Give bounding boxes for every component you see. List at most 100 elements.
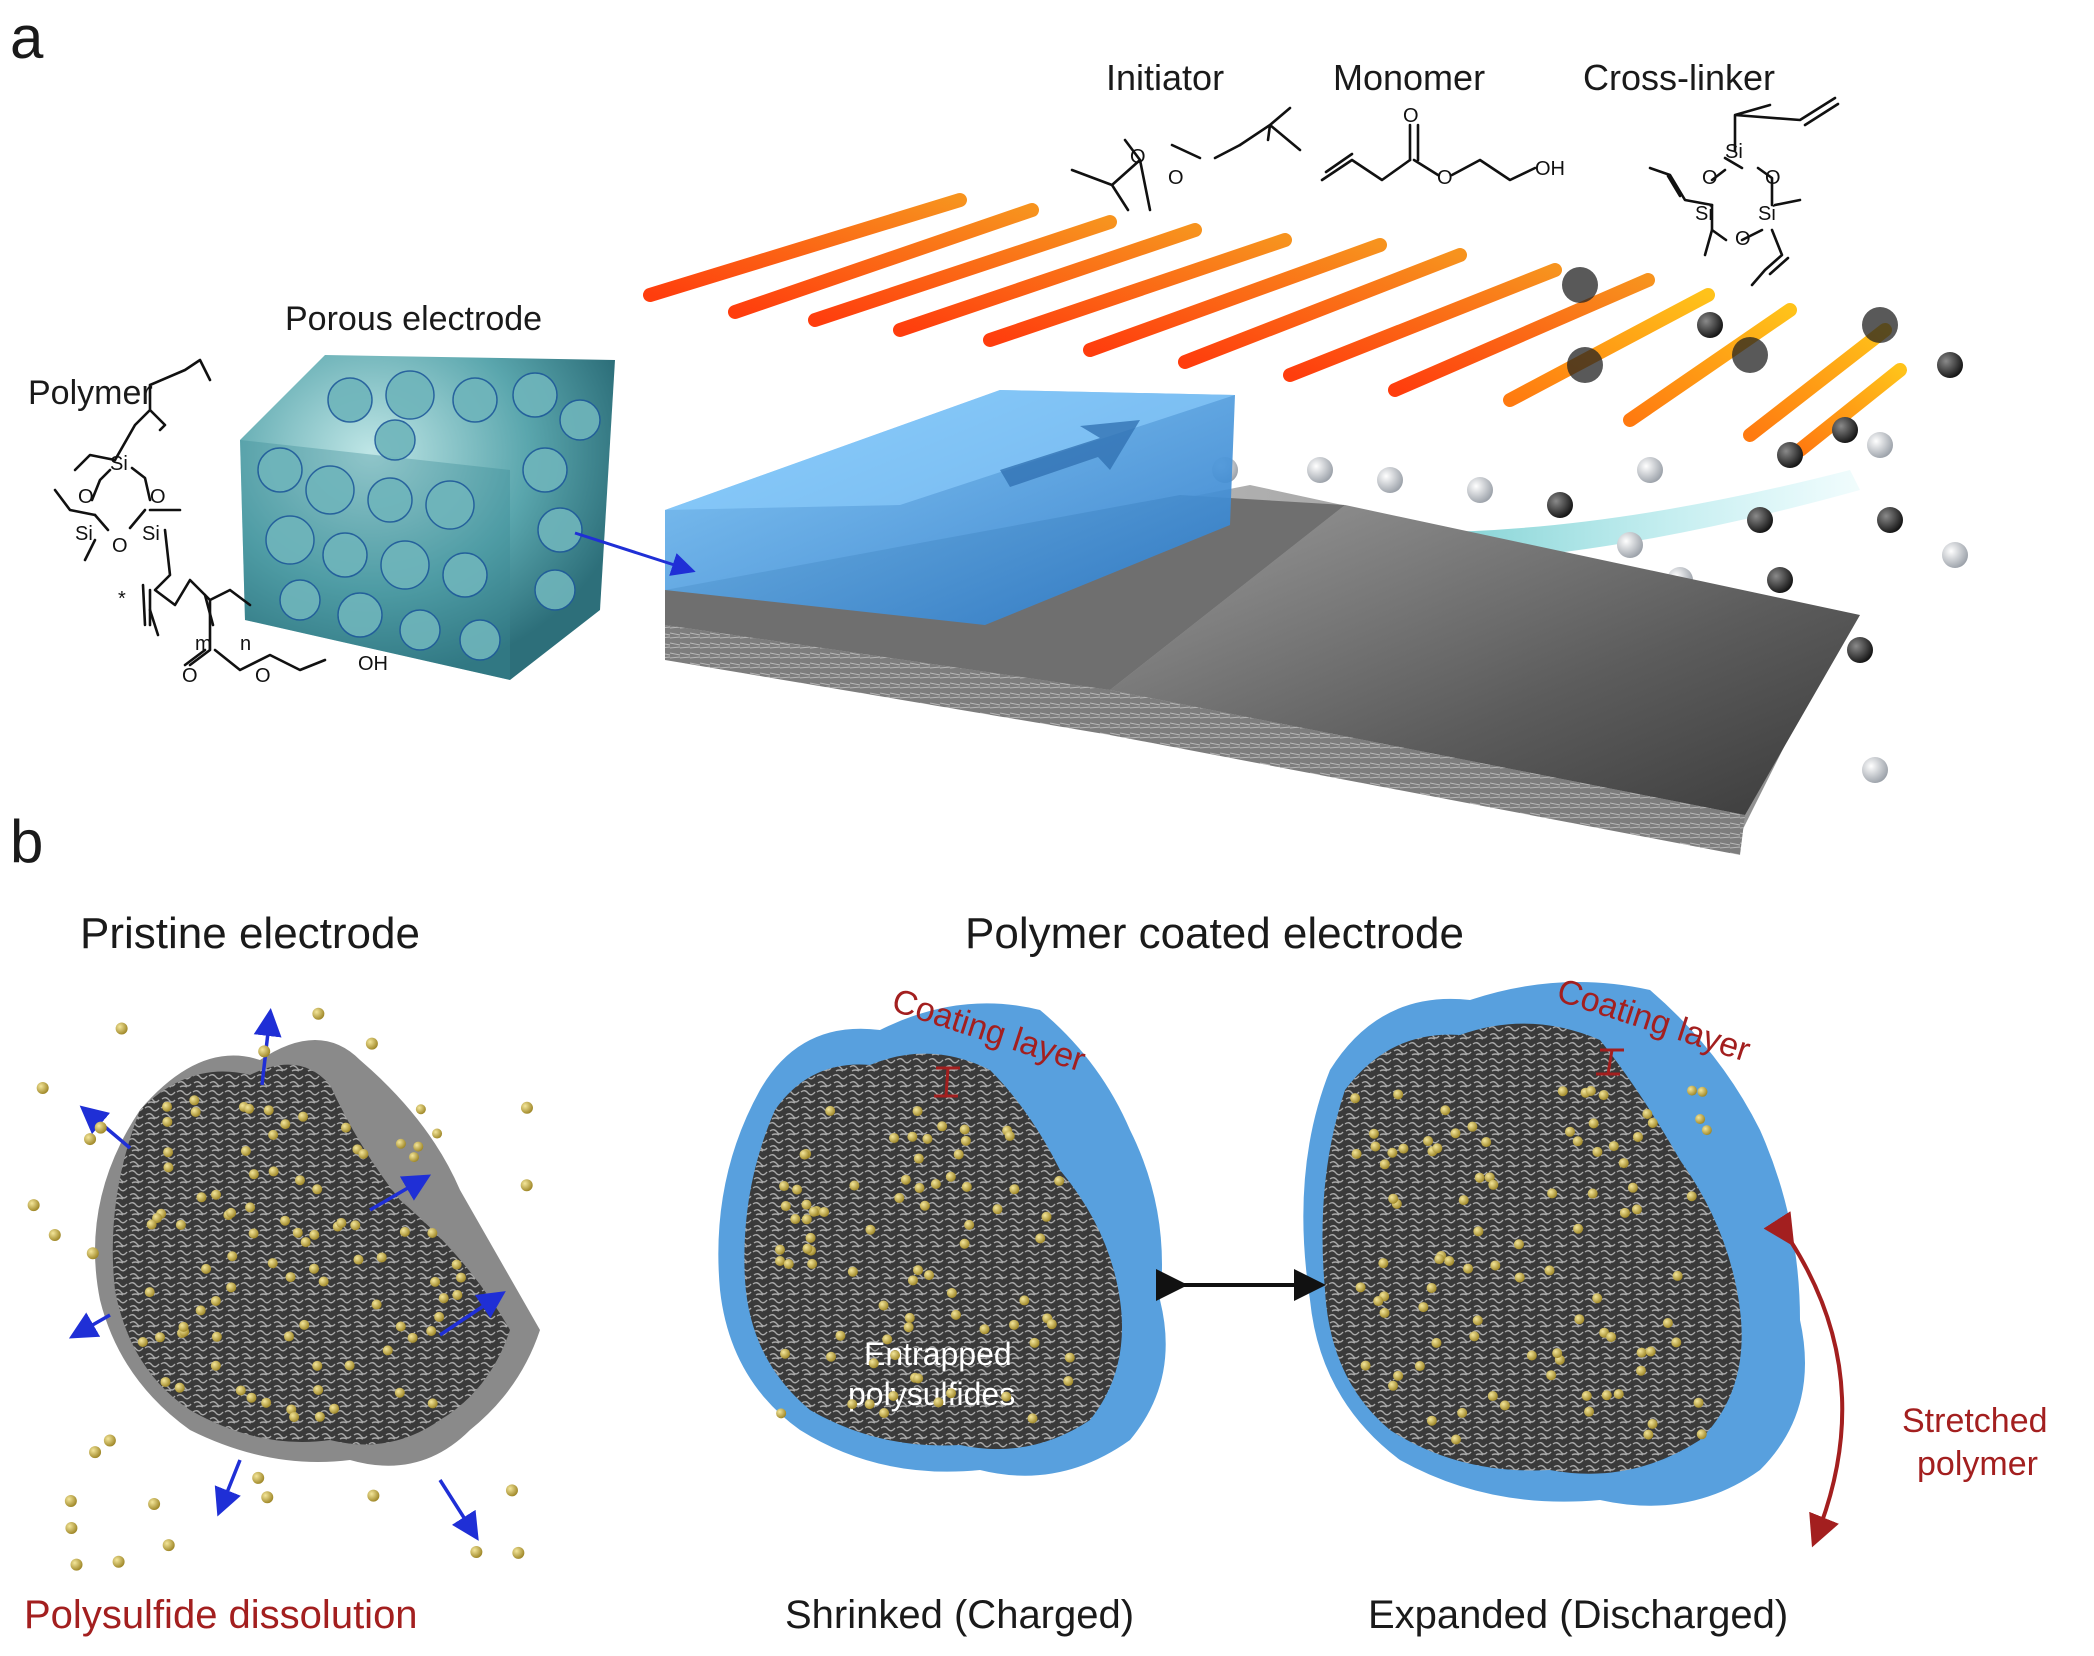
polysulfide-dot (1686, 1191, 1697, 1202)
pristine-title: Pristine electrode (80, 909, 420, 958)
polysulfide-dot (808, 1206, 819, 1217)
polysulfide-dot (190, 1106, 201, 1117)
polysulfide-dot (1584, 1406, 1595, 1417)
polysulfide-dot (914, 1182, 925, 1193)
polysulfide-dot (1351, 1148, 1362, 1159)
polymer-label: Polymer (28, 374, 153, 412)
polysulfide-dot (847, 1399, 858, 1410)
polysulfide-dot (70, 1558, 83, 1571)
polysulfide-dot (1373, 1296, 1384, 1307)
polysulfide-dot (432, 1128, 443, 1139)
polysulfide-dot (1487, 1391, 1498, 1402)
polysulfide-dot (879, 1407, 890, 1418)
crosslinker-o-3: O (1735, 228, 1751, 250)
entrapped-label-line2: polysulfides (848, 1376, 1015, 1412)
polysulfide-dot (394, 1387, 405, 1398)
polysulfide-dot (1672, 1270, 1683, 1281)
polysulfide-dot (1418, 1302, 1429, 1313)
polysulfide-dot (1481, 1137, 1492, 1148)
polysulfide-dot (790, 1214, 801, 1225)
polysulfide-dot (1585, 1086, 1596, 1097)
polysulfide-dot (1472, 1315, 1483, 1326)
polysulfide-dot (309, 1263, 320, 1274)
polysulfide-dot (1064, 1352, 1075, 1363)
polysulfide-dot (309, 1229, 320, 1240)
polysulfide-dot (946, 1287, 957, 1298)
polysulfide-dot (210, 1295, 221, 1306)
initiator-oxygen-1: O (1130, 146, 1146, 168)
polysulfide-dot (1450, 1128, 1461, 1139)
polysulfide-dot (1393, 1370, 1404, 1381)
polysulfide-dot (285, 1272, 296, 1283)
polysulfide-dot (312, 1184, 323, 1195)
polysulfide-dot (520, 1101, 533, 1114)
polysulfide-dot (1474, 1172, 1485, 1183)
polysulfide-dot (371, 1299, 382, 1310)
polysulfide-dot (382, 1345, 393, 1356)
polysulfide-dot (945, 1171, 956, 1182)
polymer-ester-o: O (255, 665, 271, 687)
polysulfide-dot (1598, 1090, 1609, 1101)
polysulfide-dot (946, 1388, 957, 1399)
polysulfide-dot (907, 1275, 918, 1286)
initiator-structure: O O (1070, 106, 1302, 212)
polysulfide-dot (1444, 1255, 1455, 1266)
polysulfide-dot (900, 1174, 911, 1185)
polysulfide-dot (1526, 1350, 1537, 1361)
monomer-oh: OH (1535, 158, 1565, 180)
polysulfide-dot (1035, 1233, 1046, 1244)
monomer-ester-o: O (1437, 167, 1453, 189)
polysulfide-dot (1636, 1347, 1647, 1358)
substrate-plate (665, 485, 1860, 855)
polysulfide-dot (451, 1259, 462, 1270)
crosslinker-structure: Si Si Si O O O (1648, 96, 1840, 287)
polysulfide-dot (1009, 1319, 1020, 1330)
polysulfide-dot (1029, 1337, 1040, 1348)
polysulfide-dot (470, 1545, 483, 1558)
polysulfide-dot (1054, 1175, 1065, 1186)
polysulfide-dot (261, 1397, 272, 1408)
polysulfide-dot (1488, 1179, 1499, 1190)
polysulfide-dot (1393, 1089, 1404, 1100)
polysulfide-dot (245, 1202, 256, 1213)
polysulfide-dot (336, 1217, 347, 1228)
polysulfide-dot (835, 1330, 846, 1341)
polysulfide-dot (415, 1104, 426, 1115)
polysulfide-dot (1370, 1141, 1381, 1152)
polysulfide-dot (175, 1219, 186, 1230)
monomer-structure: O O OH (1320, 105, 1565, 189)
polymer-o-1: O (78, 486, 94, 508)
polysulfide-dot (1484, 1172, 1495, 1183)
polysulfide-dot (930, 1178, 941, 1189)
polysulfide-dot (1432, 1143, 1443, 1154)
polymer-si-1: Si (110, 453, 128, 475)
polysulfide-dot (268, 1129, 279, 1140)
polysulfide-dot (395, 1321, 406, 1332)
polysulfide-dot (318, 1276, 329, 1287)
polysulfide-dot (160, 1376, 171, 1387)
polysulfide-dot (300, 1237, 311, 1248)
polysulfide-dot (248, 1228, 259, 1239)
polysulfide-dot (1572, 1136, 1583, 1147)
polysulfide-dot (1513, 1239, 1524, 1250)
polysulfide-dot (776, 1408, 787, 1419)
polysulfide-dot (292, 1227, 303, 1238)
polysulfide-dot (826, 1351, 837, 1362)
polysulfide-dot (399, 1226, 410, 1237)
polysulfide-dot (263, 1105, 274, 1116)
shrinked-caption: Shrinked (Charged) (785, 1593, 1134, 1637)
polysulfide-dot (933, 1397, 944, 1408)
polysulfide-dot (408, 1152, 419, 1163)
polysulfide-dot (115, 1022, 128, 1035)
polymer-o-3: O (112, 535, 128, 557)
polysulfide-dot (298, 1111, 309, 1122)
stretched-label-line1: Stretched (1902, 1402, 2048, 1440)
polysulfide-dot (163, 1162, 174, 1173)
polysulfide-dot (1355, 1282, 1366, 1293)
polysulfide-dot (161, 1101, 172, 1112)
polysulfide-dot (294, 1175, 305, 1186)
polysulfide-dot (312, 1007, 325, 1020)
polysulfide-dot (211, 1331, 222, 1342)
polysulfide-dot (922, 1133, 933, 1144)
